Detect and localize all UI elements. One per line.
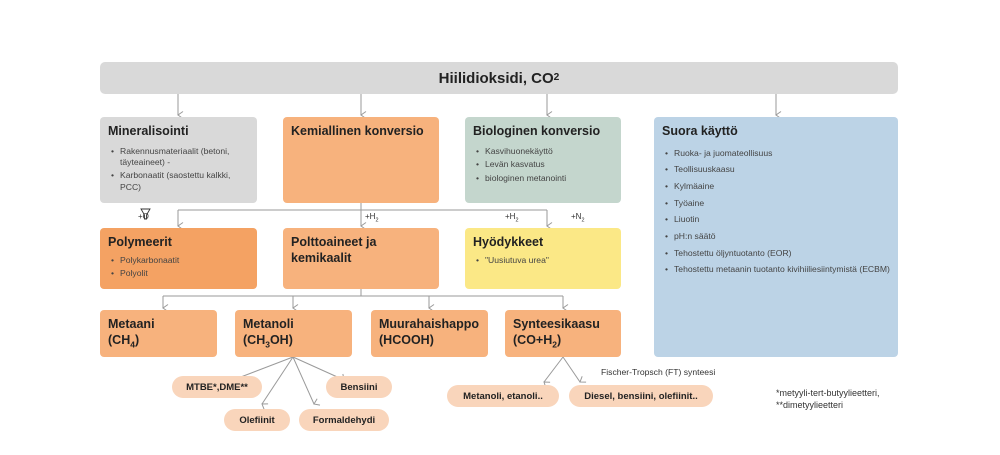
suora-item: Teollisuuskaasu bbox=[665, 164, 890, 175]
suora-item: Työaine bbox=[665, 198, 890, 209]
polt-title: Polttoaineet ja kemikaalit bbox=[291, 235, 377, 265]
suora-title: Suora käyttö bbox=[662, 124, 738, 138]
muurahais-title: Muurahaishappo bbox=[379, 317, 480, 331]
suora-box: Suora käyttö Ruoka- ja juomateollisuus T… bbox=[654, 117, 898, 357]
hyo-box: Hyödykkeet "Uusiutuva urea" bbox=[465, 228, 621, 289]
bio-item: Kasvihuonekäyttö bbox=[476, 146, 613, 157]
hyo-title: Hyödykkeet bbox=[473, 235, 544, 249]
pill-mtbe: MTBE*,DME** bbox=[172, 376, 262, 398]
bio-box: Biologinen konversio Kasvihuonekäyttö Le… bbox=[465, 117, 621, 203]
synteesi-formula: (CO+H2) bbox=[513, 332, 562, 350]
kem-title: Kemiallinen konversio bbox=[291, 124, 424, 138]
suora-item: Tehostettu öljyntuotanto (EOR) bbox=[665, 248, 890, 259]
muurahais-formula: (HCOOH) bbox=[379, 332, 434, 347]
mineral-item: Karbonaatit (saostettu kalkki, PCC) bbox=[111, 170, 249, 192]
flask-icon bbox=[140, 208, 151, 220]
kem-box: Kemiallinen konversio bbox=[283, 117, 439, 203]
suora-item: Ruoka- ja juomateollisuus bbox=[665, 148, 890, 159]
poly-title: Polymeerit bbox=[108, 235, 172, 249]
polt-box: Polttoaineet ja kemikaalit bbox=[283, 228, 439, 289]
footnote: *metyyli-tert-butyylieetteri, **dimetyyl… bbox=[776, 388, 880, 411]
oxygen-label: +O bbox=[138, 212, 149, 221]
poly-item: Polykarbonaatit bbox=[111, 255, 249, 266]
bio-item: biologinen metanointi bbox=[476, 173, 613, 184]
bio-item: Levän kasvatus bbox=[476, 159, 613, 170]
hydrogen-label-b: +H2 bbox=[505, 212, 519, 224]
hyo-item: "Uusiutuva urea" bbox=[476, 255, 613, 266]
metaani-box: Metaani (CH4) bbox=[100, 310, 217, 357]
pill-diesel: Diesel, bensiini, olefiinit.. bbox=[569, 385, 713, 407]
arrow-metanoli-formaldehydi bbox=[292, 356, 321, 406]
suora-item: Kylmäaine bbox=[665, 181, 890, 192]
ft-label: Fischer-Tropsch (FT) synteesi bbox=[601, 367, 716, 377]
suora-item: Liuotin bbox=[665, 214, 890, 225]
co2-title: Hiilidioksidi, CO bbox=[438, 69, 554, 87]
footnote-line: *metyyli-tert-butyylieetteri, bbox=[776, 388, 880, 398]
pill-bensiini: Bensiini bbox=[326, 376, 392, 398]
mineral-title: Mineralisointi bbox=[108, 124, 189, 138]
muurahais-box: Muurahaishappo (HCOOH) bbox=[371, 310, 488, 357]
metaani-title: Metaani bbox=[108, 317, 155, 331]
nitrogen-label: +N2 bbox=[571, 212, 585, 224]
pill-metanoli-etanoli: Metanoli, etanoli.. bbox=[447, 385, 559, 407]
pill-olefiinit: Olefiinit bbox=[224, 409, 290, 431]
synteesi-title: Synteesikaasu bbox=[513, 317, 600, 331]
poly-box: Polymeerit Polykarbonaatit Polyolit bbox=[100, 228, 257, 289]
footnote-line: **dimetyylieetteri bbox=[776, 399, 844, 410]
pill-formaldehydi: Formaldehydi bbox=[299, 409, 389, 431]
arrow-metanoli-olefiinit bbox=[261, 356, 294, 410]
bio-title: Biologinen konversio bbox=[473, 124, 601, 138]
metanoli-title: Metanoli bbox=[243, 317, 294, 331]
arrow-synteesi-diesel bbox=[562, 356, 587, 383]
metanoli-formula: (CH3OH) bbox=[243, 332, 293, 350]
mineral-item: Rakennusmateriaalit (betoni, täyteaineet… bbox=[111, 146, 249, 168]
metaani-formula: (CH4) bbox=[108, 332, 140, 350]
hydrogen-label-a: +H2 bbox=[365, 212, 379, 224]
synteesi-box: Synteesikaasu (CO+H2) bbox=[505, 310, 621, 357]
mineral-box: Mineralisointi Rakennusmateriaalit (beto… bbox=[100, 117, 257, 203]
arrow-synteesi-metanoli bbox=[543, 356, 564, 388]
poly-item: Polyolit bbox=[111, 268, 249, 279]
metanoli-box: Metanoli (CH3OH) bbox=[235, 310, 352, 357]
suora-item: pH:n säätö bbox=[665, 231, 890, 242]
suora-item: Tehostettu metaanin tuotanto kivihiilies… bbox=[665, 264, 890, 275]
